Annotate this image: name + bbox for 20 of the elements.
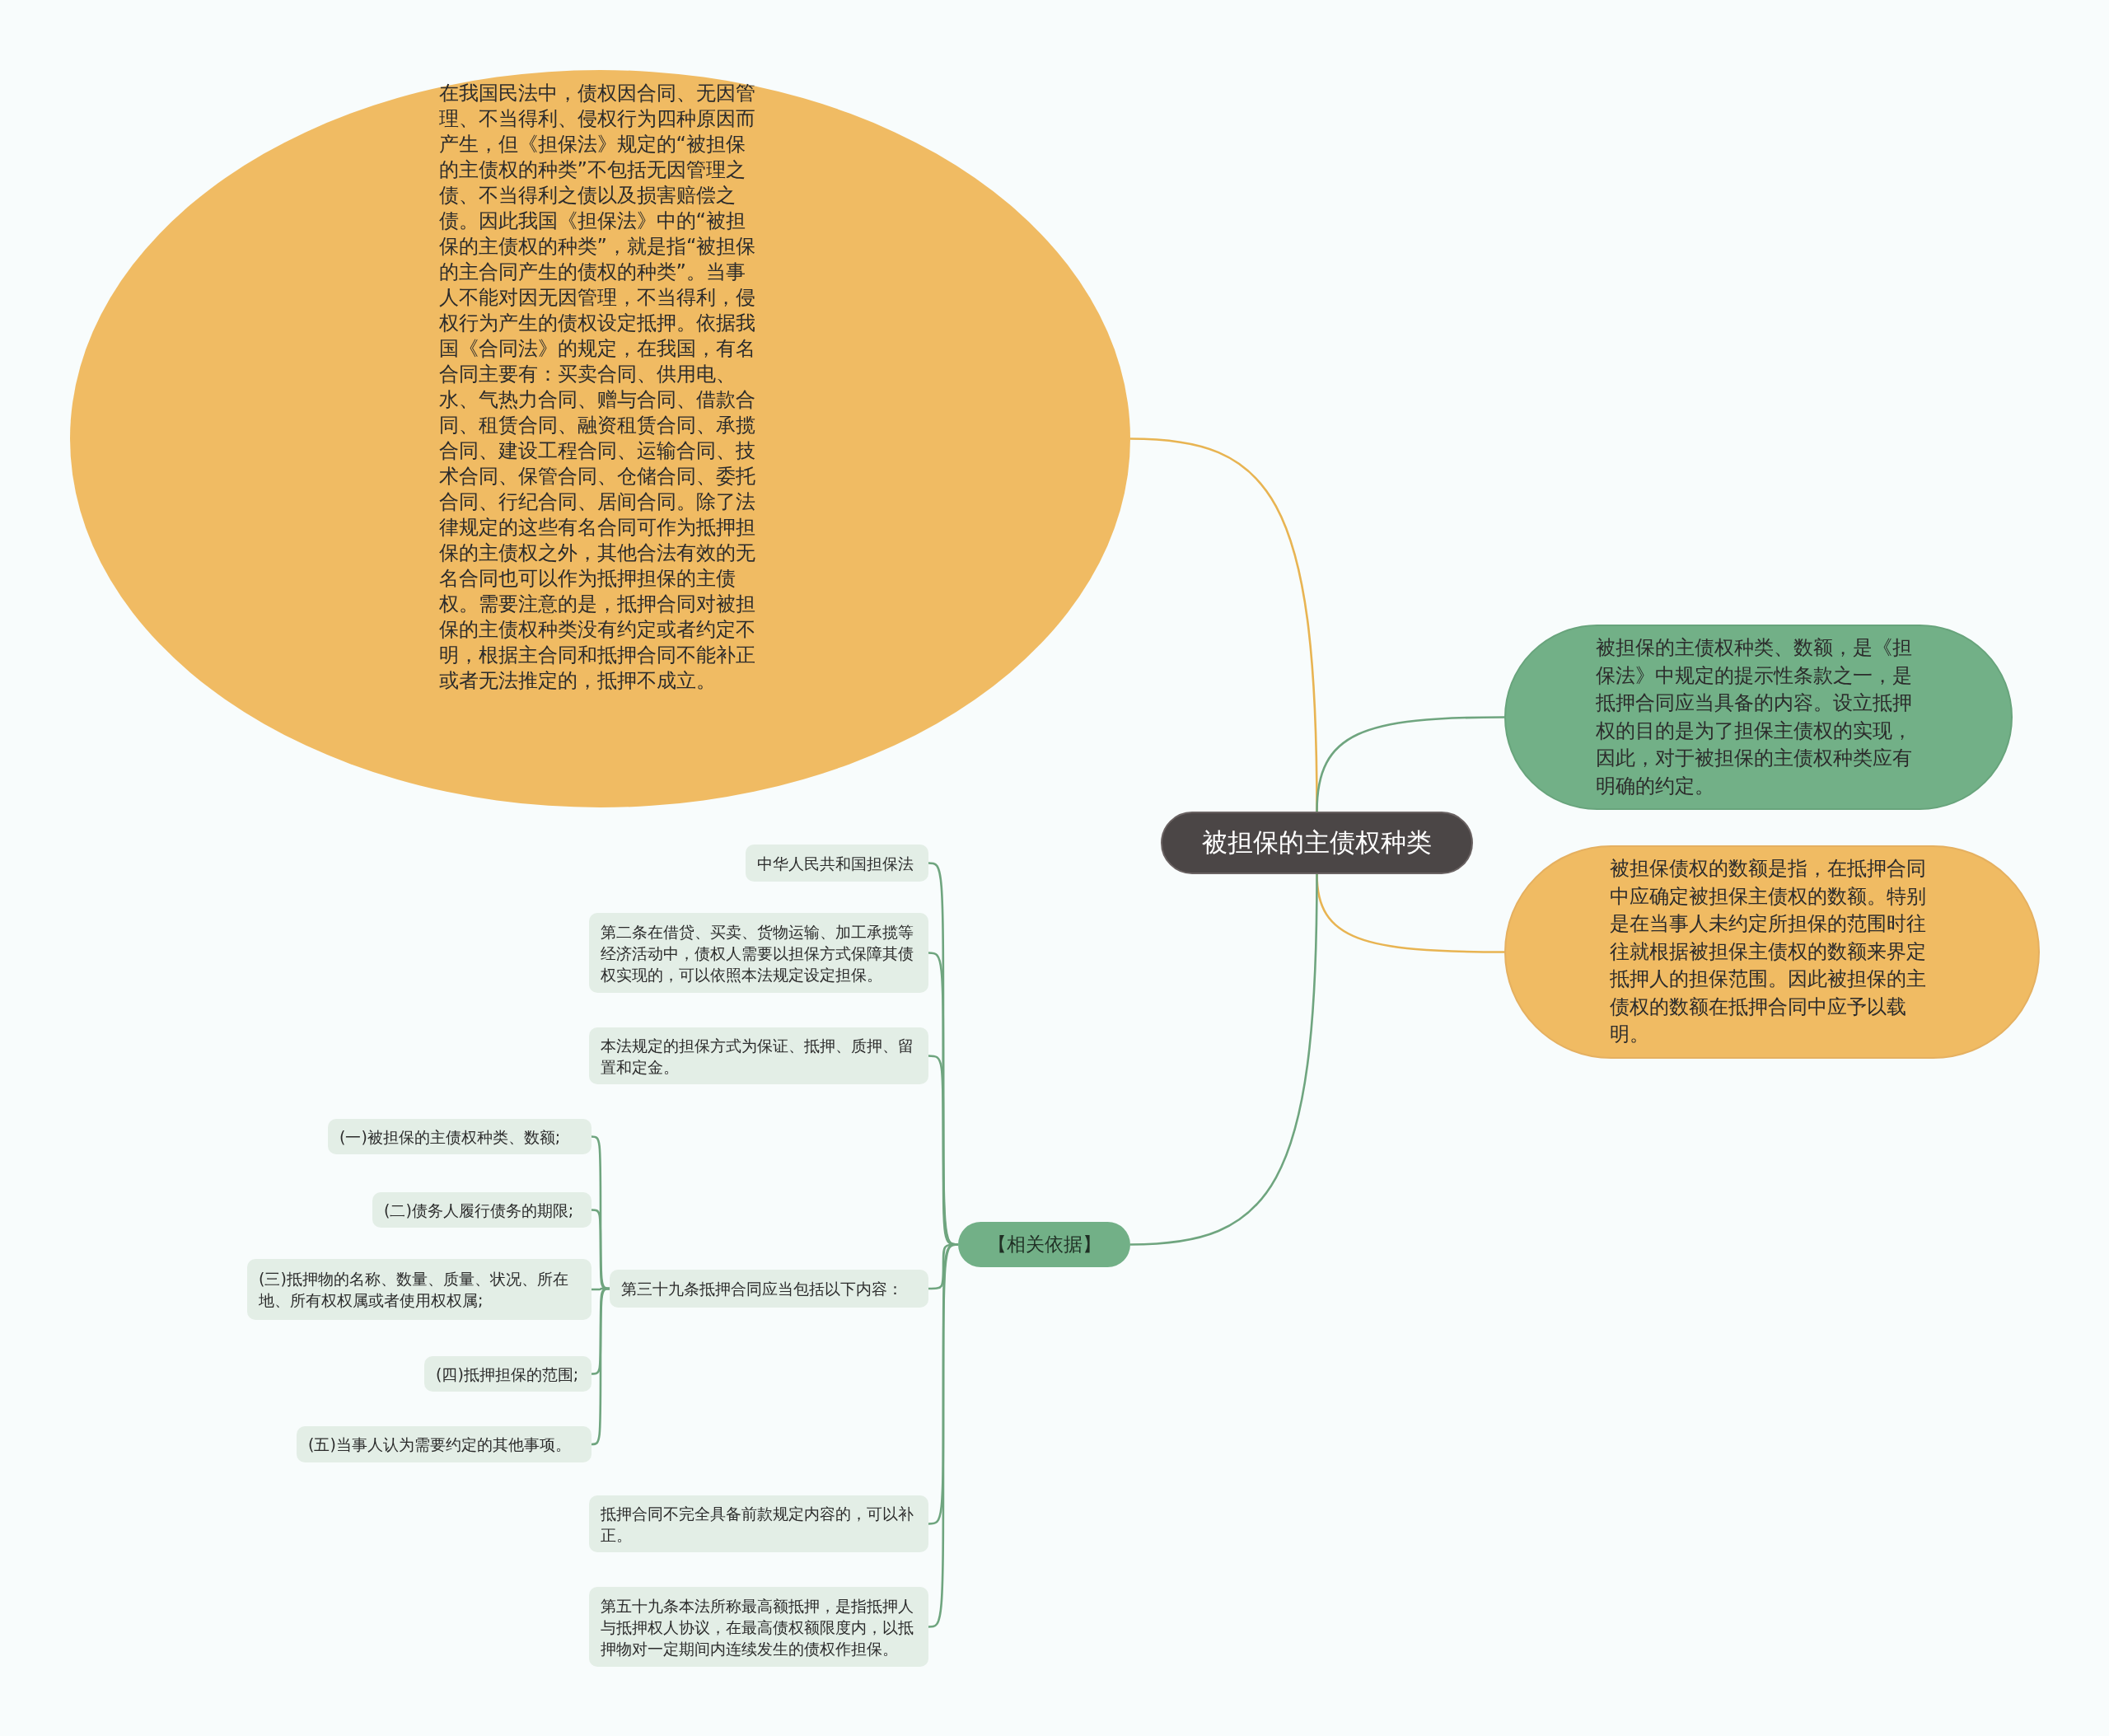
note-card: 第二条在借贷、买卖、货物运输、加工承揽等经济活动中，债权人需要以担保方式保障其债权实现的，可以依照本法规定设定担保。 xyxy=(589,913,928,993)
note-card: (五)当事人认为需要约定的其他事项。 xyxy=(297,1426,592,1462)
note-card: (四)抵押担保的范围; xyxy=(424,1356,592,1392)
connector-line xyxy=(1316,716,1504,812)
central-topic: 被担保的主债权种类 xyxy=(1161,812,1473,874)
note-card: 抵押合同不完全具备前款规定内容的，可以补正。 xyxy=(589,1495,928,1552)
note-card: 中华人民共和国担保法 xyxy=(746,845,928,882)
note-card: (三)抵押物的名称、数量、质量、状况、所在地、所有权权属或者使用权权属; xyxy=(247,1259,592,1320)
note-card: (二)债务人履行债务的期限; xyxy=(372,1192,592,1228)
connector-line xyxy=(591,1135,610,1290)
branch-label: 【相关依据】 xyxy=(958,1222,1130,1267)
note-card: 本法规定的担保方式为保证、抵押、质押、留置和定金。 xyxy=(589,1027,928,1084)
note-card: (一)被担保的主债权种类、数额; xyxy=(328,1119,592,1154)
connector-line xyxy=(591,1287,610,1446)
topic-pill: 被担保的主债权种类、数额，是《担保法》中规定的提示性条款之一，是抵押合同应当具备的内容。设立抵押权的目的是为了担保主债权的实现，因此，对于被担保的主债权种类应有明确的约定。 xyxy=(1504,625,2013,810)
note-card: 第五十九条本法所称最高额抵押，是指抵押人与抵押权人协议，在最高债权额限度内，以抵押物对一定期间内连续发生的债权作担保。 xyxy=(589,1587,928,1667)
topic-ellipse: 在我国民法中，债权因合同、无因管理、不当得利、侵权行为四种原因而产生，但《担保法》规定的“被担保的主债权的种类”不包括无因管理之债、不当得利之债以及损害赔偿之债。因此我国《担保法》中的“被担保的主债权的种类”，就是指“被担保的主合同产生的债权的种类”。当事人不能对因无因管理，不当得利，侵权行为产生的债权设定抵押。依据我国《合同法》的规定，在我国，有名合同主要有：买卖合同、供用电、水、气热力合同、赠与合同、借款合同、租赁合同、融资租赁合同、承揽合同、建设工程合同、运输合同、技术合同、保管合同、仓储合同、委托合同、行纪合同、居间合同。除了法律规定的这些有名合同可作为抵押担保的主债权之外，其他合法有效的无名合同也可以作为抵押担保的主债权。需要注意的是，抵押合同对被担保的主债权种类没有约定或者约定不明，根据主合同和抵押合同不能补正或者无法推定的，抵押不成立。 xyxy=(70,70,1130,807)
note-card: 第三十九条抵押合同应当包括以下内容： xyxy=(610,1270,928,1308)
connector-line xyxy=(1129,874,1318,1246)
topic-pill: 被担保债权的数额是指，在抵押合同中应确定被担保主债权的数额。特别是在当事人未约定所担保的范围时往往就根据被担保主债权的数额来界定抵押人的担保范围。因此被担保的主债权的数额在抵押合同中应予以载明。 xyxy=(1504,845,2040,1059)
